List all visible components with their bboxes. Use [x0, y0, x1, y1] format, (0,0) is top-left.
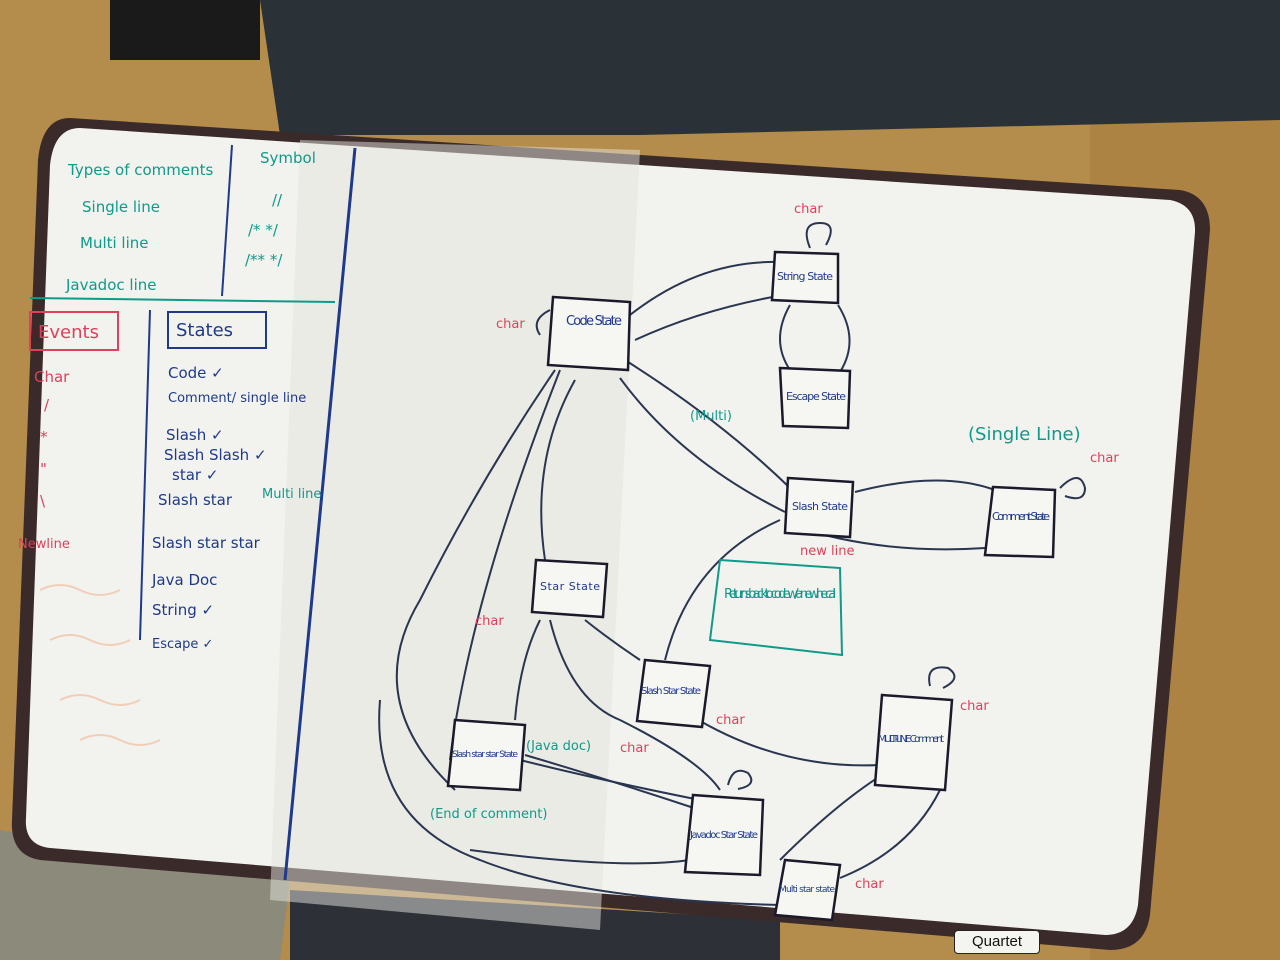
state-item-string: String ✓	[152, 601, 214, 619]
event-star: *	[40, 428, 48, 446]
state-item-slash: Slash ✓	[166, 426, 224, 444]
label-char-javadoc: char	[620, 741, 649, 756]
state-escape: Escape State	[786, 390, 846, 403]
event-char: Char	[34, 368, 70, 386]
phone-object	[110, 0, 260, 60]
state-item-javadoc: Java Doc	[151, 571, 217, 589]
state-item-slash-star-star: Slash star star	[152, 534, 261, 552]
annotation-multi: (Multi)	[690, 409, 732, 424]
state-multiline-comment: MULTI-LINE Comment	[878, 734, 944, 745]
label-char-comment: char	[1090, 451, 1119, 466]
symbol-javadoc: /** */	[245, 251, 283, 269]
state-item-comment: Comment/ single line	[168, 391, 306, 406]
symbol-title: Symbol	[260, 149, 316, 167]
label-char-multi-star: char	[855, 877, 884, 892]
event-slash: /	[44, 396, 50, 414]
note-box	[708, 558, 844, 657]
state-item-slash-slash: Slash Slash ✓	[164, 446, 267, 464]
event-quote: "	[40, 460, 47, 478]
state-slash-star-star: Slash star star State	[452, 750, 518, 760]
state-boxes	[446, 250, 1057, 922]
label-char-star: char	[475, 614, 504, 629]
laptop-object	[260, 0, 1280, 135]
states-title: States	[176, 320, 233, 341]
annotation-single-line: (Single Line)	[968, 424, 1081, 445]
event-backslash: \	[40, 492, 46, 510]
state-item-escape: Escape ✓	[152, 637, 213, 652]
annotation-end-comment: (End of comment)	[430, 807, 547, 822]
event-newline: Newline	[18, 537, 70, 552]
state-slash-star: Slash Star State	[641, 686, 701, 697]
type-multi: Multi line	[80, 234, 149, 252]
state-item-star: star ✓	[172, 466, 218, 484]
type-single: Single line	[82, 198, 160, 216]
state-multi-star: Multi star state	[779, 885, 835, 895]
label-char-multiline: char	[960, 699, 989, 714]
symbol-single: //	[272, 191, 283, 209]
state-slash: Slash State	[792, 500, 848, 513]
transition-arrows	[378, 260, 996, 906]
state-comment: Comment State	[992, 510, 1050, 523]
state-code: Code State	[566, 314, 622, 329]
label-char-code: char	[496, 317, 525, 332]
state-javadoc-star: Javadoc Star State	[689, 830, 758, 841]
faded-scribbles	[39, 584, 161, 746]
quartet-brand-label: Quartet	[954, 930, 1040, 954]
state-star: Star State	[540, 580, 600, 593]
divider-horizontal	[29, 297, 336, 303]
label-char-slash-star: char	[716, 713, 745, 728]
annotation-note: Returns back to code w/ a new line call	[724, 587, 836, 602]
events-title: Events	[38, 322, 99, 343]
annotation-new-line: new line	[800, 544, 854, 559]
state-item-slash-star: Slash star	[158, 491, 233, 509]
types-title: Types of comments	[67, 161, 214, 179]
symbol-multi: /* */	[248, 221, 279, 239]
divider-vertical	[283, 147, 357, 881]
state-item-multiline-note: Multi line	[262, 487, 321, 502]
type-javadoc: Javadoc line	[65, 276, 156, 294]
state-item-code: Code ✓	[168, 364, 224, 382]
annotation-javadoc: (Java doc)	[526, 739, 591, 754]
state-string: String State	[777, 270, 833, 283]
self-loops	[535, 221, 1087, 790]
label-char-string: char	[794, 202, 823, 217]
